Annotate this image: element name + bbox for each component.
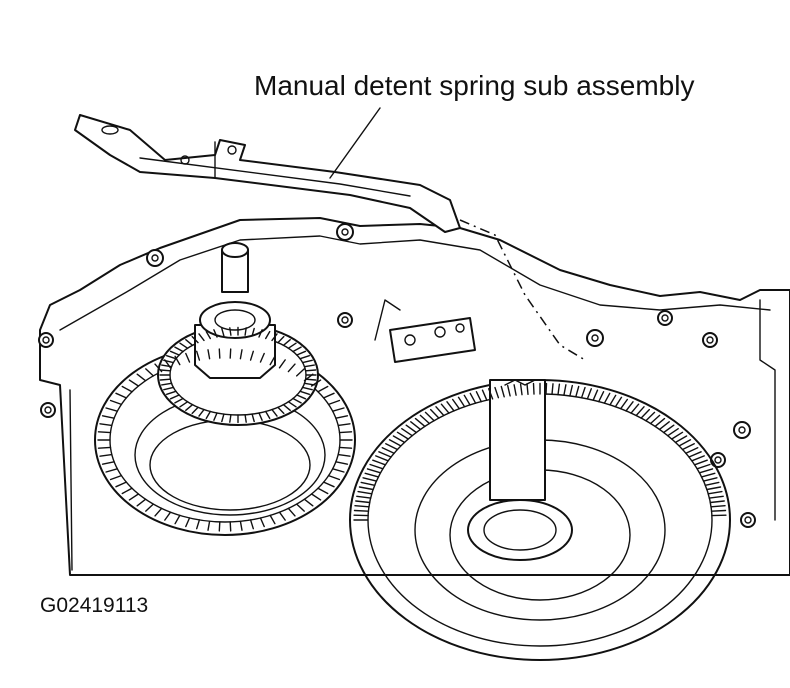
figure-id-label: G02419113 [40,594,149,617]
transaxle-case-outline [39,217,790,576]
shaft-nut [194,301,276,379]
installation-guide-line [459,219,586,361]
output-shaft [467,379,573,561]
detent-lever [374,299,476,363]
case-bolt-holes [38,223,756,528]
ring-gear-teeth [353,382,727,521]
shaft-stud [221,242,249,293]
parking-gear-teeth [159,326,317,424]
counter-gear-teeth [97,348,353,532]
callout-leader-line [329,107,381,179]
detent-spring-part [74,114,461,233]
part-callout-label: Manual detent spring sub assembly [254,70,695,101]
